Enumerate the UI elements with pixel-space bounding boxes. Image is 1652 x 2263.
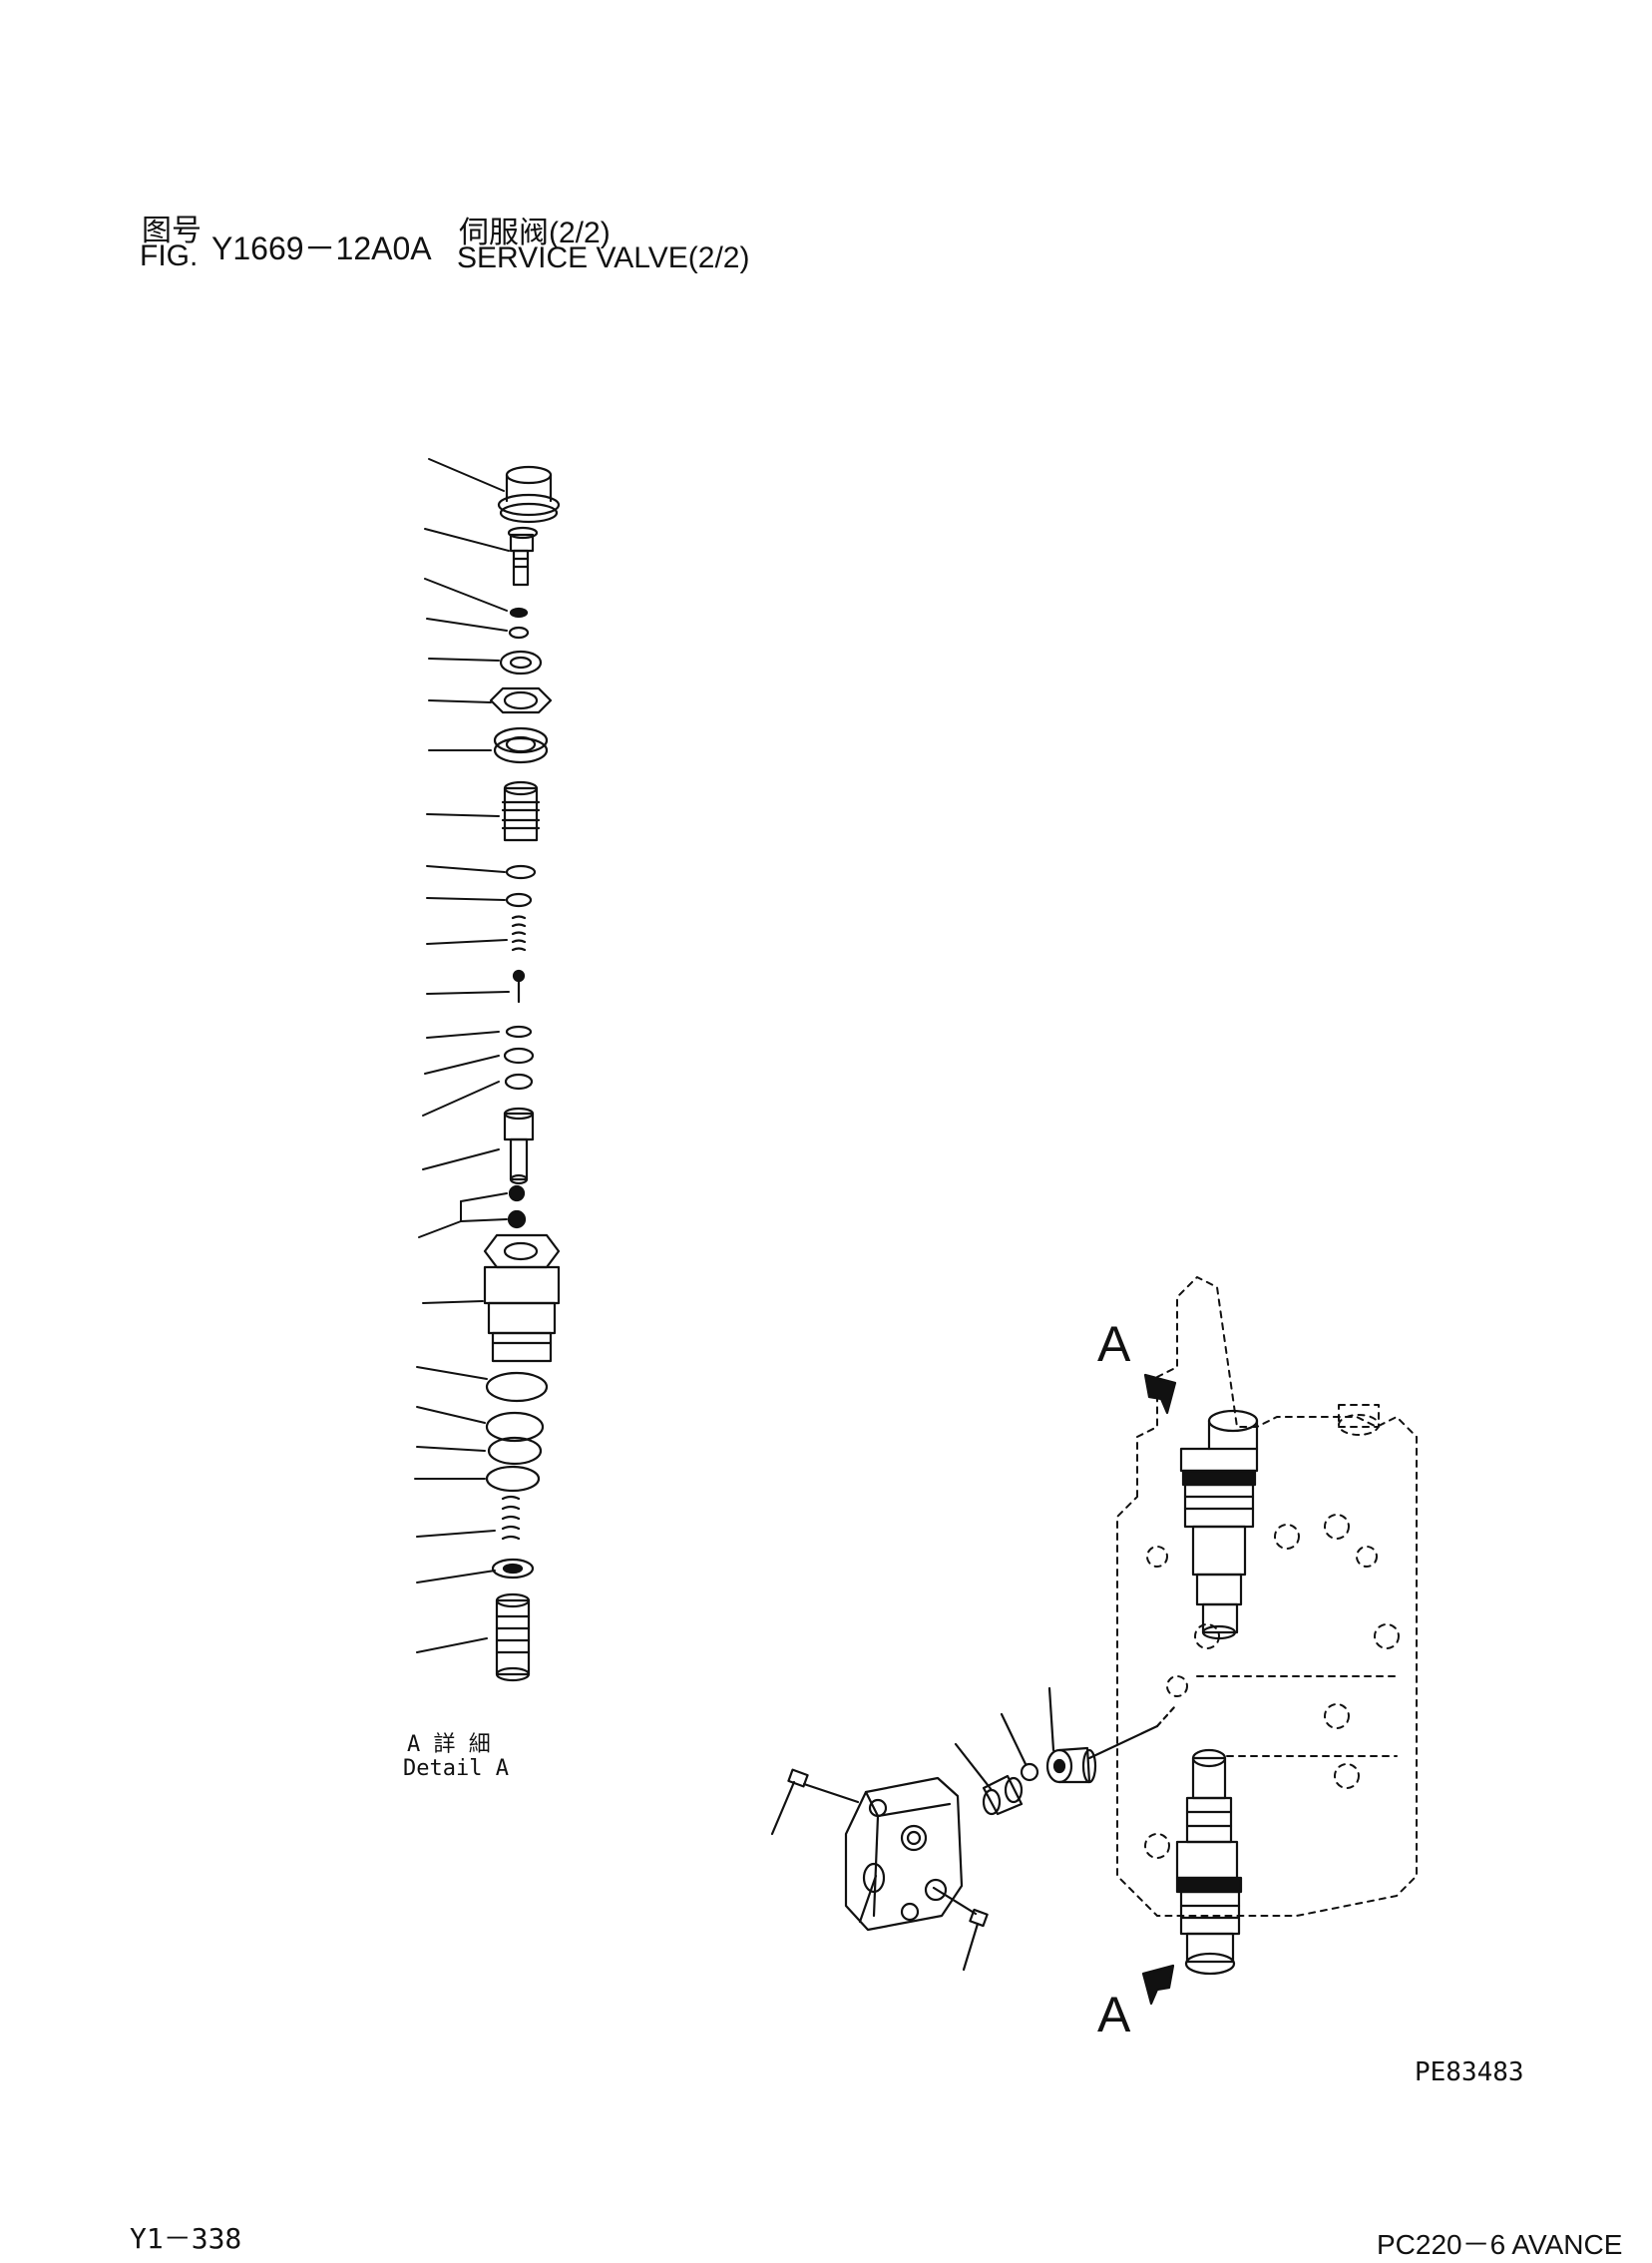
valve-body-outline (1116, 1276, 1418, 1917)
leader-lines (414, 458, 510, 1653)
detail-label-cn: A 詳 細 (407, 1732, 491, 1757)
lower-valve-assembly (1175, 1748, 1243, 1976)
model-name: PC220－6 AVANCE (1377, 2229, 1623, 2260)
fig-label-en: FIG. (140, 239, 199, 272)
page-number: Y1－338 (130, 2222, 242, 2255)
fig-number: Y1669－12A0A (211, 230, 432, 266)
view-arrows (1141, 1373, 1177, 2006)
exploded-parts-stack (483, 465, 561, 1682)
side-cover-assembly (770, 1686, 1177, 1972)
view-marker-top: A (1097, 1316, 1131, 1372)
detail-label-en: Detail A (403, 1756, 509, 1781)
title-en: SERVICE VALVE(2/2) (457, 241, 750, 274)
upper-valve-assembly (1179, 1409, 1259, 1640)
drawing-code: PE83483 (1415, 2057, 1524, 2087)
title-cn: 伺服阀(2/2) (459, 217, 611, 249)
view-marker-bottom: A (1097, 1987, 1131, 2042)
fig-label-cn: 图号 (142, 215, 202, 247)
